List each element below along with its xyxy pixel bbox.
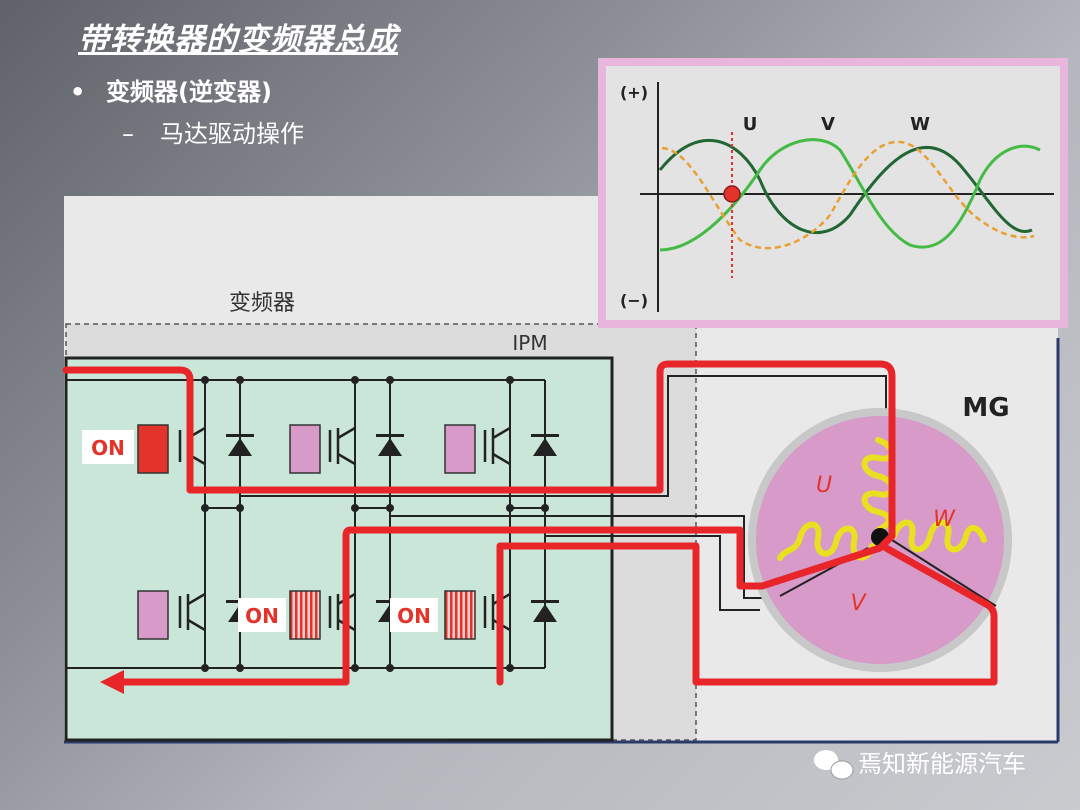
wave-label-v: V	[821, 114, 835, 135]
gate-u-high-on	[137, 424, 169, 474]
wave-label-u: U	[743, 114, 758, 135]
wave-w-curve	[661, 140, 1035, 250]
gate-v-low-on	[289, 590, 321, 640]
slide-title: 带转换器的变频器总成	[78, 22, 398, 58]
coil-w-label: W	[933, 507, 956, 532]
gate-u-low	[137, 590, 169, 640]
bullet-dot: •	[70, 78, 86, 106]
current-arrow-head	[100, 670, 124, 694]
wave-v-curve	[659, 138, 1041, 252]
igbt-top-row	[178, 426, 511, 466]
waveform-minus-label: (−)	[620, 291, 648, 310]
junction-dots	[201, 376, 549, 672]
bullet-motor-drive: –马达驱动操作	[122, 114, 304, 149]
on-badge-1	[82, 430, 134, 464]
waveform-plus-label: (+)	[620, 83, 648, 102]
bullet-dash: –	[122, 120, 134, 148]
watermark-text: 焉知新能源汽车	[858, 750, 1026, 778]
time-marker-dot	[723, 185, 741, 203]
on-label-1: ON	[91, 436, 125, 460]
mg-label: MG	[962, 393, 1009, 423]
on-label-3: ON	[397, 604, 431, 628]
wechat-icon	[814, 750, 854, 780]
ipm-label: IPM	[512, 331, 547, 355]
on-badge-3	[390, 598, 438, 632]
on-badge-2	[238, 598, 286, 632]
bullet-inverter: • 变频器(逆变器)	[70, 72, 272, 107]
on-label-2: ON	[245, 604, 279, 628]
wave-label-w: W	[910, 114, 930, 135]
gate-w-high	[444, 424, 476, 474]
inverter-label: 变频器	[229, 291, 295, 316]
gate-w-low-on	[444, 590, 476, 640]
current-path	[62, 360, 998, 686]
bullet-inverter-text: 变频器(逆变器)	[106, 78, 272, 106]
coil-u-label: U	[816, 473, 832, 498]
bullet-motor-drive-text: 马达驱动操作	[160, 120, 304, 148]
gate-v-high	[289, 424, 321, 474]
coil-v-label: V	[850, 591, 867, 616]
igbt-bottom-row	[178, 592, 511, 632]
